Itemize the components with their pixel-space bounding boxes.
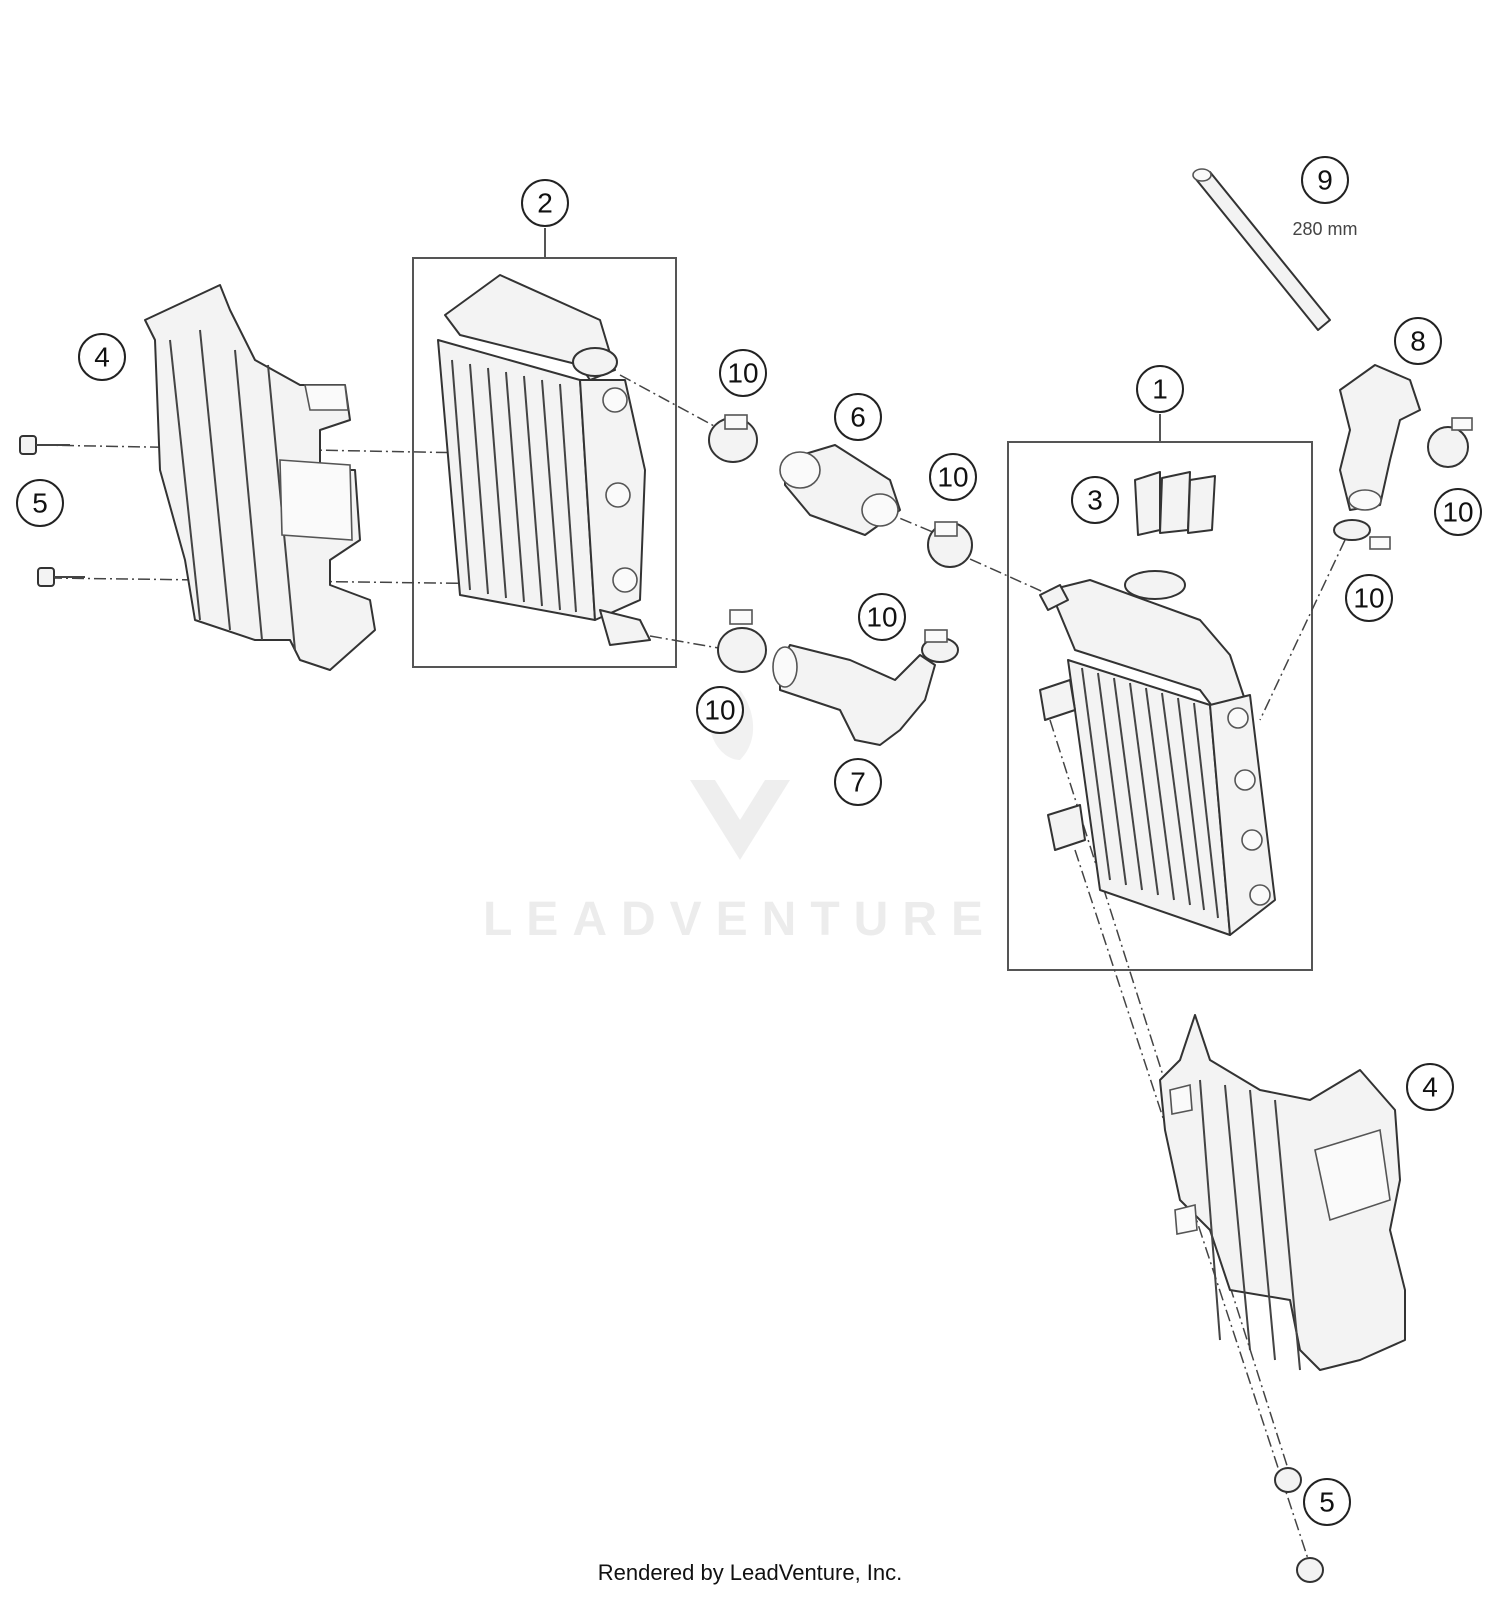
bolt-left-lower [37,567,85,587]
hose-clamp-3 [717,609,767,673]
callout-3: 3 [1071,476,1119,524]
hose-upper [1339,364,1421,511]
svg-text:10: 10 [1353,583,1384,614]
hose-clamp-5 [1427,417,1473,468]
callout-10-g: 10 [1344,583,1375,614]
svg-text:10: 10 [704,695,735,726]
callout-10-b: 10 [929,453,977,501]
watermark-text: LEADVENTURE [483,893,997,946]
hose-connector [779,444,901,536]
svg-text:10: 10 [727,358,758,389]
svg-text:4: 4 [94,342,110,373]
svg-text:10: 10 [937,462,968,493]
callout-10-c: 10 [858,593,906,641]
svg-text:5: 5 [32,488,48,519]
hose-280mm [1192,168,1331,331]
svg-text:8: 8 [1410,326,1426,357]
svg-text:10: 10 [1442,497,1473,528]
svg-text:3: 3 [1087,485,1103,516]
callout-10-d: 10 [696,686,744,734]
svg-text:1: 1 [1152,374,1168,405]
callout-8: 8 [1394,317,1442,365]
svg-text:4: 4 [1422,1072,1438,1103]
hose-clamp-6 [1333,519,1391,550]
svg-text:7: 7 [850,767,866,798]
callout-5-right: 5 [1303,1478,1351,1526]
hose-lower [772,644,936,746]
callout-4-left: 4 [78,333,126,381]
radiator-shroud-right [1159,1014,1406,1371]
callout-1: 1 [1136,365,1184,413]
callout-4-right: 4 [1406,1063,1454,1111]
bolt-left-upper [19,435,70,455]
callout-10-e: 10 [1434,488,1482,536]
callout-10-f: 10 [1345,574,1393,622]
callout-7: 7 [834,758,882,806]
radiator-right [1039,570,1276,936]
svg-text:6: 6 [850,402,866,433]
hose-clamp-4 [921,629,959,663]
nut-right-lower [1296,1557,1324,1583]
radiator-left [437,274,651,646]
callout-10-a: 10 [719,349,767,397]
callout-9: 9 [1301,156,1349,204]
nut-right-upper [1274,1467,1302,1493]
radiator-shroud-left [144,284,376,671]
svg-text:5: 5 [1319,1487,1335,1518]
svg-text:10: 10 [866,602,897,633]
callout-5-left: 5 [16,479,64,527]
rubber-grommets [1134,471,1216,536]
footer-credit: Rendered by LeadVenture, Inc. [597,1560,903,1585]
callout-6: 6 [834,393,882,441]
hose-length-label: 280 mm [1292,219,1357,239]
svg-text:9: 9 [1317,165,1333,196]
callout-2: 2 [521,179,569,227]
hose-clamp-1 [708,414,758,463]
svg-text:2: 2 [537,188,553,219]
hose-clamp-2 [927,521,973,568]
